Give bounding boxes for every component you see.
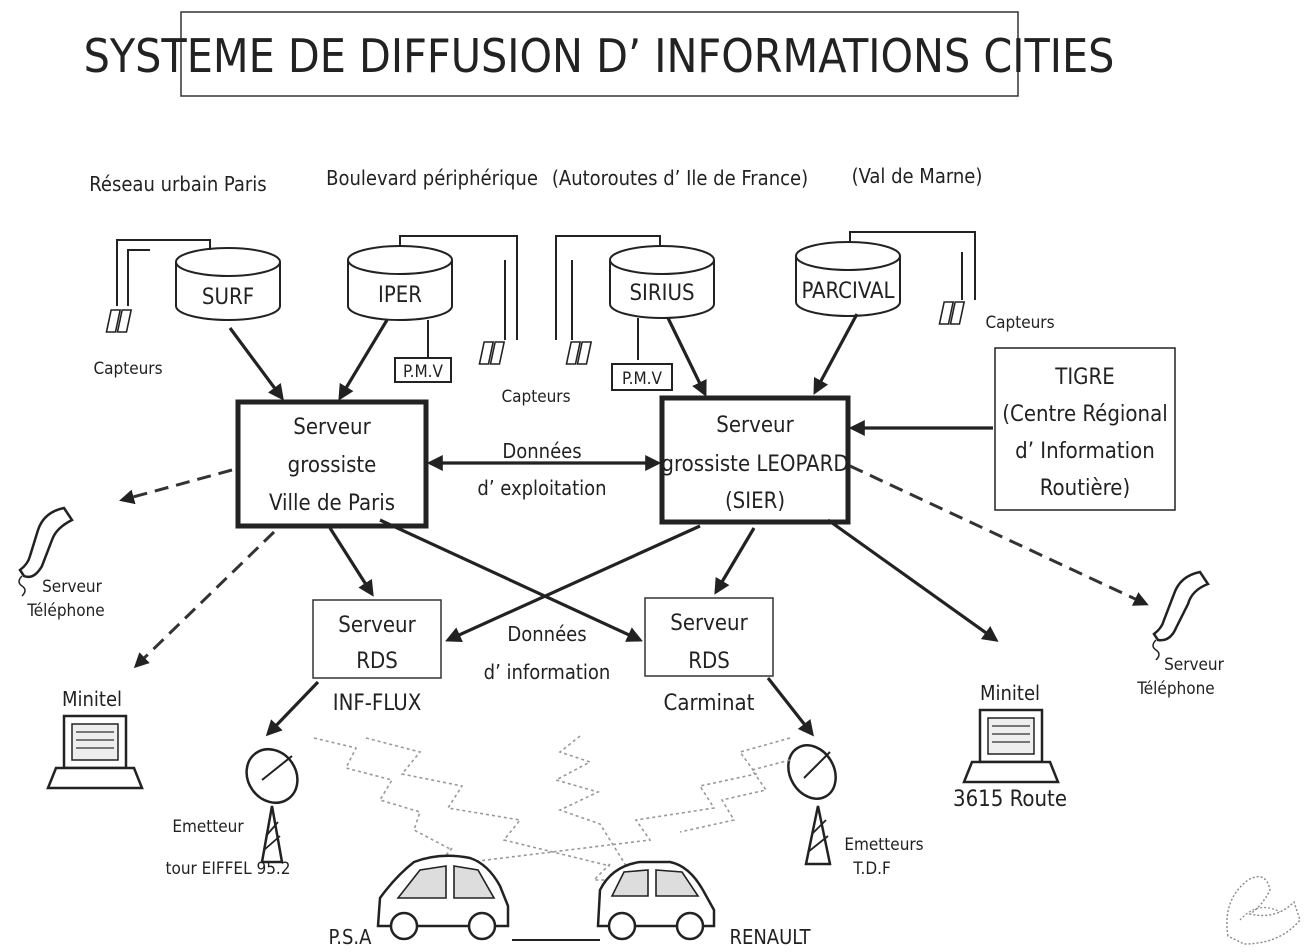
sirius-label: SIRIUS [629, 281, 694, 306]
rds-left-line1: Serveur [338, 613, 416, 638]
region-valdemarne: (Val de Marne) [852, 164, 983, 188]
donnees-exploitation-line2: d’ exploitation [477, 476, 606, 500]
telephone-icon-right [1152, 570, 1210, 661]
sensor-wiring [116, 231, 976, 360]
sensor-icon [565, 341, 592, 365]
capteurs-label-right: Capteurs [985, 313, 1054, 333]
rds-right-line2: RDS [688, 649, 730, 674]
server-paris-line1: Serveur [293, 415, 371, 440]
page-title: SYSTEME DE DIFFUSION D’ INFORMATIONS CIT… [84, 29, 1115, 83]
database-parcival: PARCIVAL [795, 241, 901, 317]
tigre-line4: Routière) [1040, 476, 1130, 501]
emetteur-left-line2: tour EIFFEL 95.2 [165, 859, 290, 879]
database-sirius: SIRIUS [609, 245, 715, 319]
server-leopard-line2: grossiste LEOPARD [661, 452, 848, 477]
sensor-icon [105, 309, 132, 333]
tigre-box: TIGRE (Centre Régional d’ Information Ro… [994, 347, 1176, 511]
phone-left-line2: Téléphone [26, 601, 104, 621]
antenna-right [787, 744, 837, 866]
minitel-code: 3615 Route [953, 787, 1067, 812]
antenna-left [245, 747, 299, 864]
emetteur-left-line1: Emetteur [172, 817, 244, 837]
pmv-label: P.M.V [622, 369, 662, 389]
dashed-arrows [119, 464, 1149, 669]
radio-waves [313, 735, 791, 881]
rds-left-line2: RDS [356, 649, 398, 674]
donnees-information-line1: Données [507, 622, 586, 646]
rds-server-left: Serveur RDS INF-FLUX [312, 599, 442, 716]
car-psa-label: P.S.A [329, 925, 373, 949]
minitel-right: Minitel 3615 Route [953, 681, 1067, 812]
phone-right-line1: Serveur [1164, 655, 1225, 675]
region-periph: Boulevard périphérique [326, 166, 538, 190]
rds-server-right: Serveur RDS Carminat [644, 597, 774, 716]
iper-label: IPER [378, 283, 422, 308]
tigre-line2: (Centre Régional [1002, 402, 1167, 427]
donnees-exploitation-line1: Données [502, 439, 581, 463]
tigre-line1: TIGRE [1054, 365, 1115, 390]
car-renault [596, 860, 716, 941]
server-paris: Serveur grossiste Ville de Paris [235, 399, 429, 529]
database-surf: SURF [175, 247, 281, 321]
capteurs-label-left: Capteurs [93, 359, 162, 379]
minitel-right-label: Minitel [980, 681, 1040, 705]
server-leopard: Serveur grossiste LEOPARD (SIER) [659, 395, 851, 525]
server-leopard-line1: Serveur [716, 413, 794, 438]
surf-label: SURF [202, 285, 254, 310]
parcival-label: PARCIVAL [801, 279, 894, 304]
server-leopard-line3: (SIER) [725, 489, 785, 514]
donnees-information-line2: d’ information [484, 660, 611, 684]
pmv-box-left: P.M.V [394, 357, 452, 383]
phone-left-line1: Serveur [42, 577, 103, 597]
region-autoroutes: (Autoroutes d’ Ile de France) [552, 166, 808, 190]
title-box: SYSTEME DE DIFFUSION D’ INFORMATIONS CIT… [84, 11, 1115, 97]
pmv-label: P.M.V [403, 362, 443, 382]
emetteur-right-line2: T.D.F [852, 859, 891, 879]
emetteur-right-line1: Emetteurs [844, 835, 923, 855]
flow-arrows [228, 313, 999, 737]
stamp-mark [1226, 876, 1301, 945]
telephone-icon-left [18, 506, 74, 597]
sensor-icon [938, 301, 965, 325]
rds-right-line1: Serveur [670, 611, 748, 636]
car-renault-label: RENAULT [729, 925, 811, 949]
server-paris-line3: Ville de Paris [269, 491, 395, 516]
rds-right-line3: Carminat [664, 691, 755, 716]
tigre-line3: d’ Information [1015, 439, 1155, 464]
server-paris-line2: grossiste [288, 453, 377, 478]
pmv-box-right: P.M.V [611, 363, 673, 391]
sensor-icon [478, 341, 505, 365]
region-paris: Réseau urbain Paris [89, 172, 266, 196]
rds-left-line3: INF-FLUX [333, 691, 422, 716]
database-iper: IPER [347, 245, 453, 321]
phone-right-line2: Téléphone [1136, 679, 1214, 699]
minitel-left-label: Minitel [62, 687, 122, 711]
minitel-left: Minitel [46, 687, 144, 790]
capteurs-label-middle: Capteurs [501, 387, 570, 407]
car-psa [376, 854, 510, 941]
